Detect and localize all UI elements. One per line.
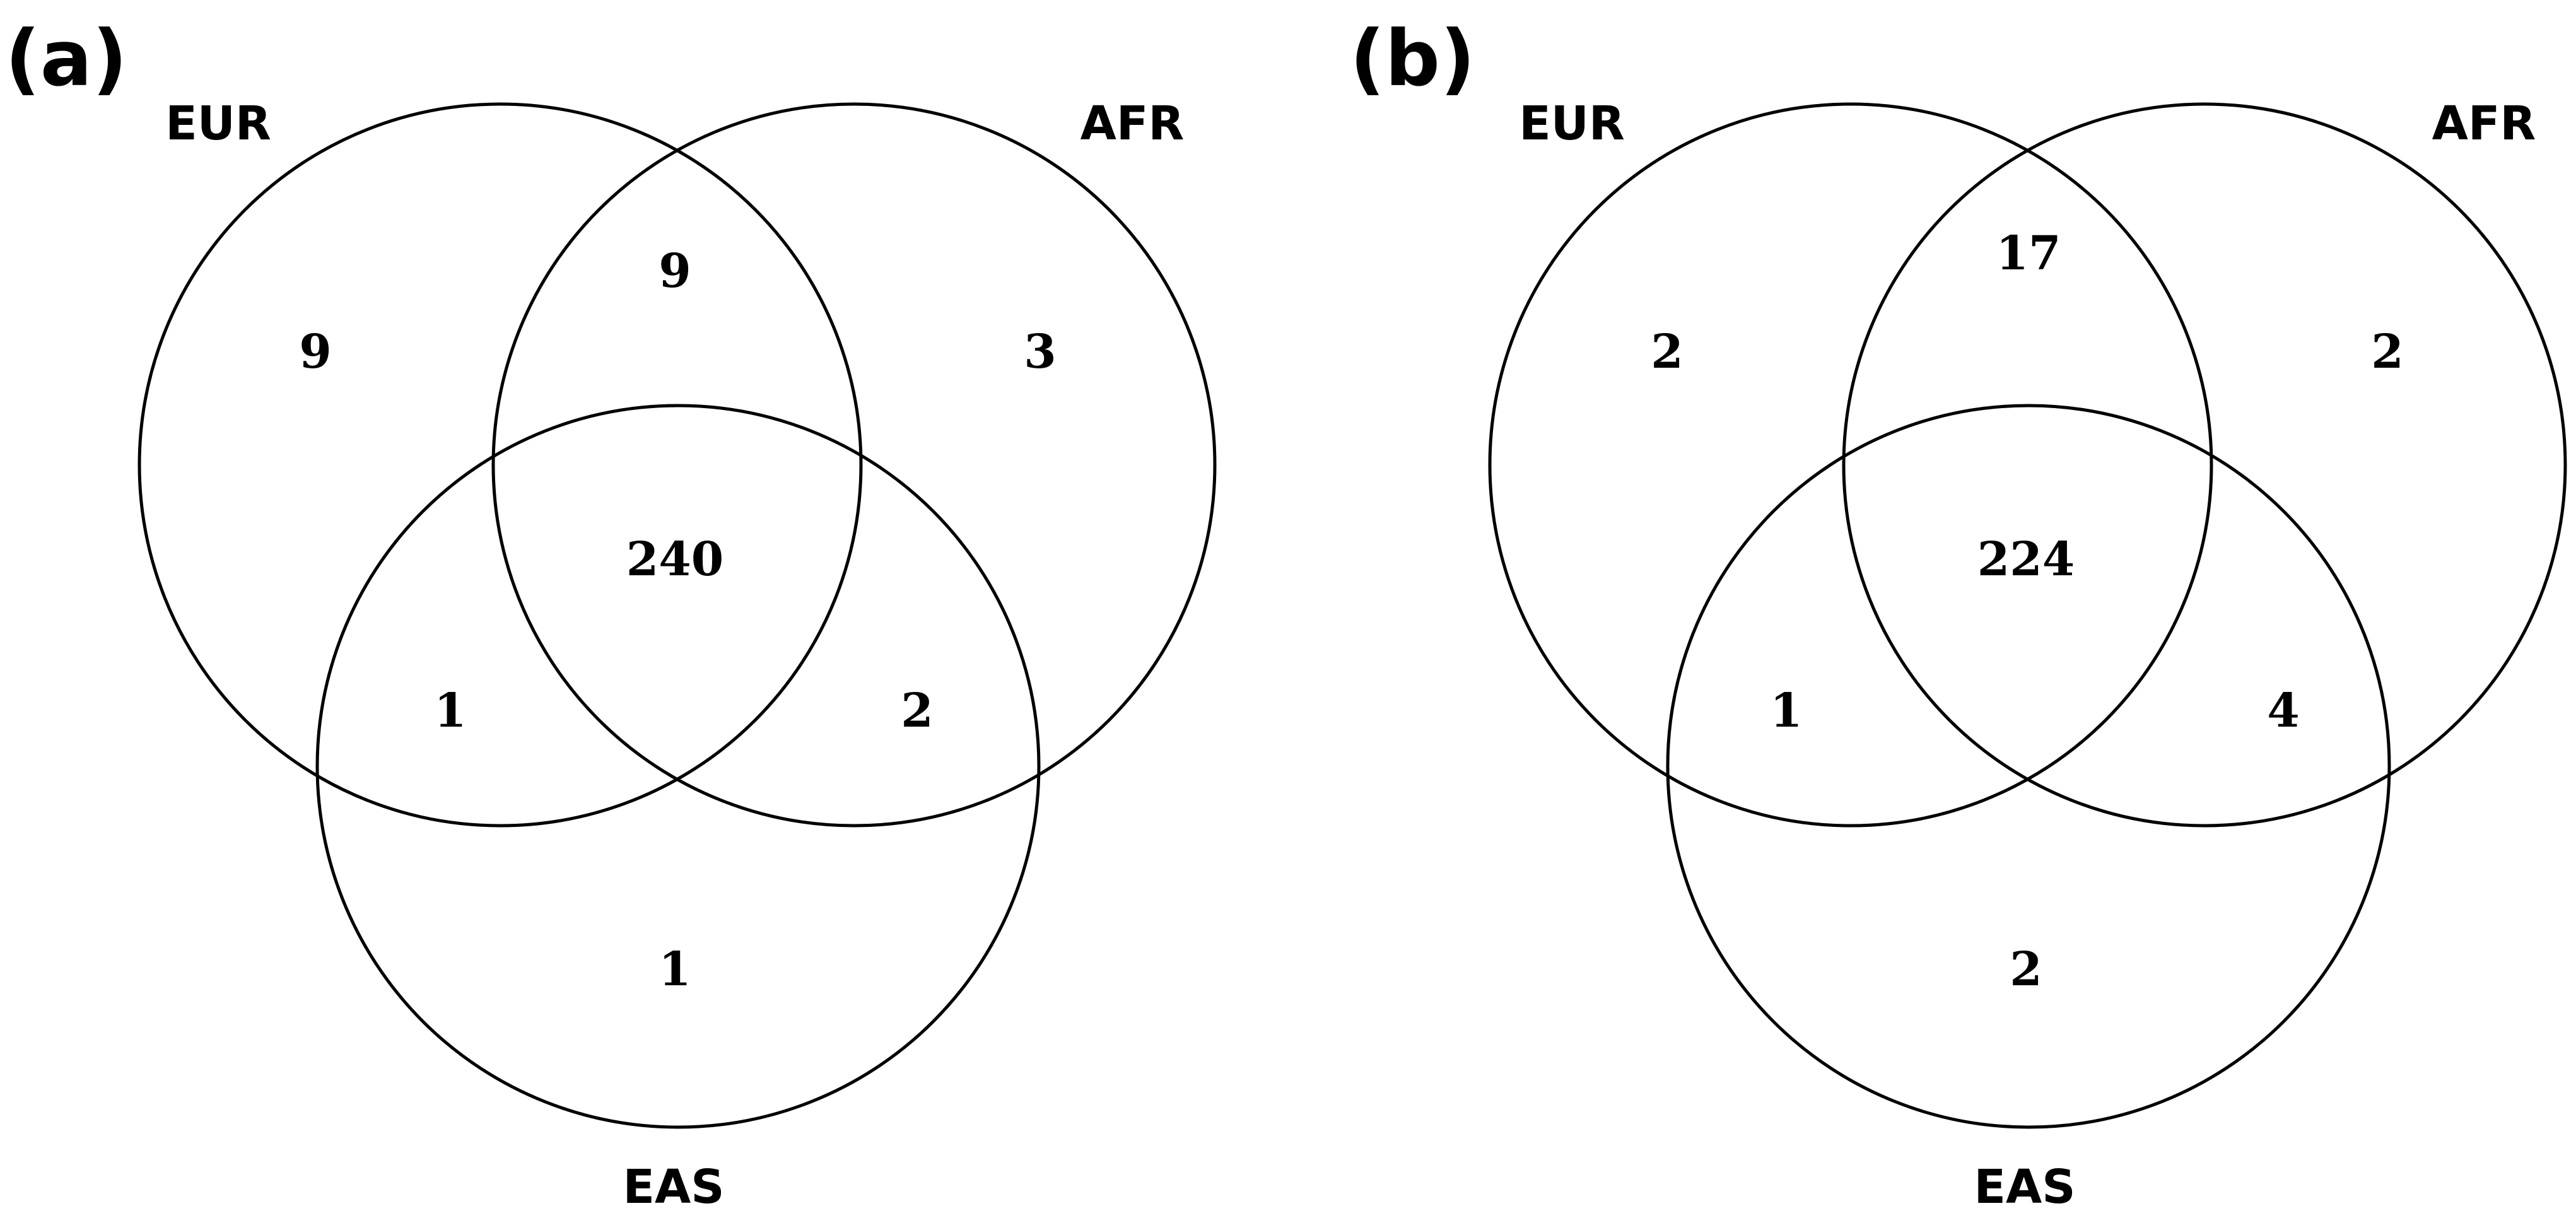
panel-b: (b) EUR AFR EAS 2 17 2 224 1 4 2 (1350, 14, 2567, 1214)
panel-a: (a) EUR AFR EAS 9 9 3 240 1 2 1 (5, 14, 1217, 1214)
panel-a-eur-only-count: 9 (299, 325, 332, 379)
panel-b-label: (b) (1350, 14, 1475, 103)
panel-a-afr-label: AFR (1080, 97, 1185, 151)
panel-b-eur-label: EUR (1519, 97, 1625, 151)
panel-b-afr-label: AFR (2432, 97, 2536, 151)
panel-a-all-three-count: 240 (626, 532, 723, 587)
panel-b-eas-label: EAS (1974, 1160, 2075, 1214)
panel-b-afr-circle (1842, 102, 2567, 828)
panel-a-eur-label: EUR (165, 97, 271, 151)
panel-b-eas-only-count: 2 (2010, 942, 2042, 997)
panel-a-afr-circle (491, 102, 1217, 828)
panel-a-afr-eas-count: 2 (901, 684, 934, 738)
panel-b-afr-eas-count: 4 (2267, 684, 2300, 738)
panel-a-eur-circle (138, 102, 863, 828)
panel-b-eur-afr-count: 17 (1996, 226, 2061, 281)
panel-a-afr-only-count: 3 (1024, 325, 1057, 379)
panel-a-label: (a) (5, 14, 127, 103)
panel-a-eur-afr-count: 9 (659, 244, 691, 298)
panel-b-afr-only-count: 2 (2371, 325, 2404, 379)
panel-b-all-three-count: 224 (1977, 532, 2075, 587)
panel-a-eas-label: EAS (623, 1160, 724, 1214)
panel-a-eas-circle (315, 404, 1041, 1129)
panel-b-eur-eas-count: 1 (1770, 684, 1803, 738)
panel-a-eur-eas-count: 1 (434, 684, 467, 738)
panel-b-eur-circle (1488, 102, 2213, 828)
panel-b-eas-circle (1666, 404, 2391, 1129)
panel-a-eas-only-count: 1 (659, 942, 691, 997)
panel-b-eur-only-count: 2 (1651, 325, 1683, 379)
